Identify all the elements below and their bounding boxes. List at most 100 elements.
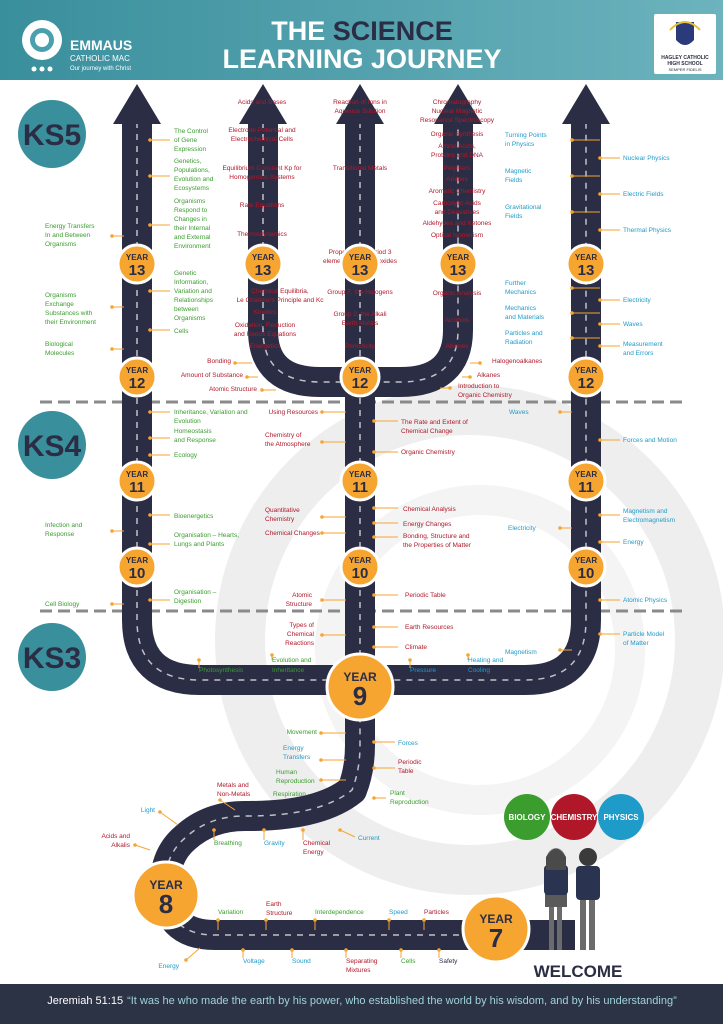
subject-legend: BIOLOGY CHEMISTRY PHYSICS bbox=[504, 794, 644, 840]
topic-label-bio: Relationships bbox=[174, 297, 214, 304]
topic-label-bio: their Environment bbox=[45, 319, 96, 326]
connector-dot bbox=[218, 798, 222, 802]
connector-dot bbox=[148, 453, 152, 457]
topic-label-bio: Homeostasis bbox=[174, 428, 212, 435]
year-badge-number: 13 bbox=[450, 262, 467, 279]
year-badge-circle bbox=[116, 460, 158, 502]
year-badge-word: YEAR bbox=[575, 366, 597, 375]
connector-line bbox=[134, 844, 151, 851]
topic-label-bio: Reproduction bbox=[276, 778, 315, 785]
topic-label-chem: Oxidation, Reduction bbox=[235, 322, 296, 329]
year-badge-circle bbox=[565, 546, 607, 588]
connector-dot bbox=[319, 778, 323, 782]
title-line-1: THE SCIENCE bbox=[271, 16, 453, 46]
topic-label-chem: Le Chateliers Principle and Kc bbox=[236, 297, 324, 304]
student-boy bbox=[576, 848, 600, 950]
topic-label-phys: Transfers bbox=[283, 754, 311, 761]
connector-dot bbox=[478, 361, 482, 365]
topic-label-phys: Waves bbox=[509, 409, 529, 416]
topic-label-chem: Separating bbox=[346, 958, 378, 965]
topic-label-chem: Aqueous Solution bbox=[335, 108, 386, 115]
topic-label-chem: Chemical bbox=[303, 840, 331, 847]
year-badge-number: 10 bbox=[129, 565, 146, 582]
connector-dot bbox=[270, 653, 274, 657]
topic-label-chem: Alcohols bbox=[445, 317, 470, 324]
connector-dot bbox=[148, 542, 152, 546]
topic-label-phys: Radiation bbox=[505, 339, 533, 346]
footer-quote-line: Jeremiah 51:15“It was he who made the ea… bbox=[47, 995, 677, 1007]
connector-dot bbox=[301, 828, 305, 832]
connector-dot bbox=[320, 410, 324, 414]
topic-label-bio: Information, bbox=[174, 279, 209, 286]
connector-dot bbox=[372, 796, 376, 800]
connector-dot bbox=[216, 918, 220, 922]
topic-label-phys: and Errors bbox=[623, 350, 654, 357]
topic-label-bio: Cell Biology bbox=[45, 601, 80, 608]
topic-label-chem: Types of bbox=[289, 622, 314, 629]
topic-label-bio: Biological bbox=[45, 341, 73, 348]
topic-label-bio: Inheritance bbox=[272, 667, 305, 674]
footer-banner bbox=[0, 984, 723, 1024]
topic-label-chem: Alkanes bbox=[477, 372, 501, 379]
connector-dot bbox=[372, 593, 376, 597]
connector-dot bbox=[245, 375, 249, 379]
connector-dot bbox=[148, 289, 152, 293]
connector-dot bbox=[148, 598, 152, 602]
header-banner bbox=[0, 0, 723, 80]
topic-label-chem: Electrochemical Cells bbox=[231, 136, 294, 143]
stage-ks5-label: KS5 bbox=[23, 119, 81, 152]
topic-label-chem: Organic Synthesis bbox=[431, 131, 484, 138]
topic-label-phys: Magnetic bbox=[505, 168, 532, 175]
topic-label-bio: and External bbox=[174, 234, 211, 241]
connector-line bbox=[185, 947, 201, 961]
connector-dot bbox=[110, 305, 114, 309]
emmaus-sub: CATHOLIC MAC bbox=[70, 54, 130, 63]
topic-label-chem: Amines bbox=[446, 176, 468, 183]
topic-label-chem: Kinetics bbox=[254, 309, 278, 316]
school-name-2: HIGH SCHOOL bbox=[667, 61, 702, 67]
connector-line bbox=[159, 811, 179, 826]
topic-label-bio: Breathing bbox=[214, 840, 242, 847]
year-badge-number: 8 bbox=[159, 889, 173, 919]
connector-dot bbox=[466, 653, 470, 657]
connector-dot bbox=[558, 526, 562, 530]
topic-label-bio: Organisms bbox=[174, 315, 206, 322]
connector-dot bbox=[372, 535, 376, 539]
page-title: THE SCIENCE LEARNING JOURNEY bbox=[222, 16, 501, 74]
connector-dot bbox=[320, 440, 324, 444]
topic-label-chem: and Redox Equations bbox=[234, 331, 297, 338]
connector-dot bbox=[448, 386, 452, 390]
topic-label-bio: Response bbox=[45, 531, 75, 538]
topic-label-chem: Carboxylic Acids bbox=[433, 200, 481, 207]
topic-label-chem: Alkenes bbox=[445, 343, 469, 350]
title-line-2: LEARNING JOURNEY bbox=[222, 44, 501, 74]
connector-dot bbox=[558, 410, 562, 414]
connector-dot bbox=[148, 436, 152, 440]
connector-dot bbox=[372, 521, 376, 525]
connector-line bbox=[219, 799, 236, 811]
topic-label-chem: Amino Acids, bbox=[438, 143, 476, 150]
year-badge-circle bbox=[565, 356, 607, 398]
topic-label-chem: Mixtures bbox=[346, 967, 371, 974]
topic-label-bio: Plant bbox=[390, 790, 405, 797]
year-badge-word: YEAR bbox=[349, 366, 371, 375]
topic-label-chem: Earth Metals bbox=[342, 320, 379, 327]
year-badge-circle bbox=[461, 894, 531, 964]
connector-dot bbox=[598, 156, 602, 160]
connector-dot bbox=[344, 948, 348, 952]
topic-label-chem: Using Resources bbox=[269, 409, 319, 416]
year-badge-circle bbox=[339, 243, 381, 285]
arrow-head-physics bbox=[562, 84, 610, 124]
topic-label-chem: Chemical Changes bbox=[265, 530, 321, 537]
connector-dot bbox=[264, 918, 268, 922]
arrow-heads bbox=[113, 84, 610, 124]
topic-label-chem: Equilibrium Constant Kp for bbox=[222, 165, 302, 172]
connector-dot bbox=[387, 918, 391, 922]
